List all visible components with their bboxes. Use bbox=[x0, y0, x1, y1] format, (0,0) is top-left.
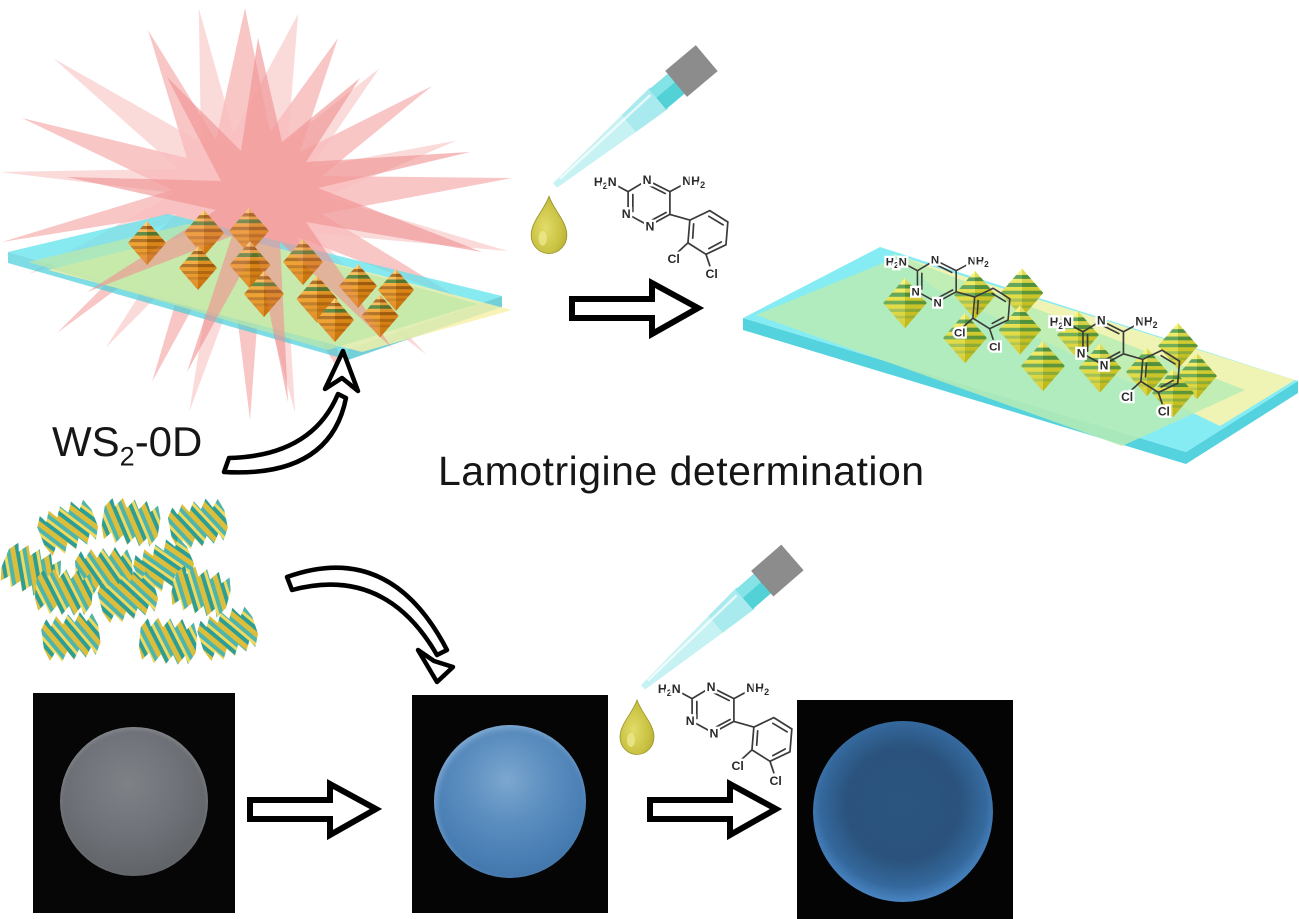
lamotrigine-structure-bottom bbox=[658, 680, 792, 788]
determination-title: Lamotrigine determination bbox=[438, 448, 925, 494]
uv-photo-ws2-paper bbox=[412, 695, 608, 913]
block-arrow-top bbox=[572, 283, 698, 334]
ws2-nanoflake-cluster bbox=[0, 492, 263, 669]
block-arrow-bottom-left bbox=[250, 784, 376, 835]
uv-photo-quenched-paper bbox=[797, 700, 1013, 919]
pipette-bottom bbox=[619, 543, 805, 755]
block-arrow-bottom-right bbox=[650, 784, 776, 835]
lamotrigine-structure-top bbox=[594, 173, 728, 281]
ws2-0d-label: WS2-0D bbox=[52, 418, 203, 472]
paper-disc-quenched-ring bbox=[813, 721, 993, 902]
uv-photo-blank-paper bbox=[33, 693, 235, 913]
paper-disc-blue-fluorescent bbox=[434, 725, 586, 878]
curved-arrow-down bbox=[284, 565, 456, 685]
curved-arrow-up bbox=[221, 348, 361, 475]
paper-disc-gray bbox=[60, 727, 208, 876]
